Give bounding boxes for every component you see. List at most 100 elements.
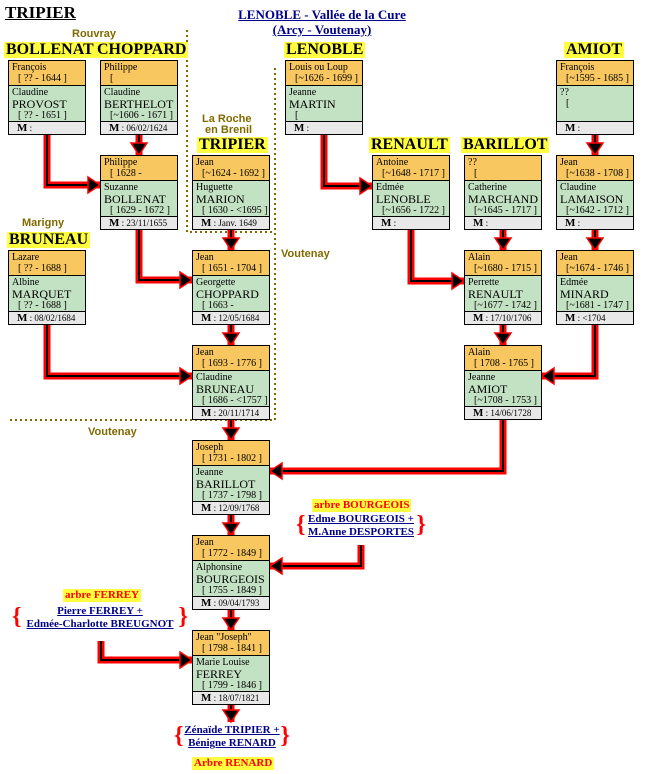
marriage-label: M [201,597,212,609]
husband-name: François [12,62,47,73]
arrowhead-icon [221,332,241,347]
husband-section: Jean [ 1693 - 1776 ] [193,346,269,371]
husband-section: Jean [ 1651 - 1704 ] [193,251,269,276]
lenoble-tree-link[interactable]: LENOBLE - Vallée de la Cure [238,7,406,22]
wife-dates: [~1642 - 1712 ] [566,205,629,216]
edmee-charlotte-breugnot-link[interactable]: Edmée-Charlotte BREUGNOT [26,618,174,630]
couple-box[interactable]: Jean [ 1651 - 1704 ] Georgette CHOPPARD … [192,250,270,325]
pierre-ferrey-link[interactable]: Pierre FERREY + [57,605,143,617]
marriage-row: M : 12/05/1684 [193,312,269,324]
couple-box[interactable]: François [ ?? - 1644 ] Claudine PROVOST … [8,60,86,135]
arrowhead-icon [268,461,283,481]
couple-box[interactable]: Jean "Joseph" [ 1798 - 1841 ] Marie Loui… [192,630,270,705]
region-boundary [186,30,275,233]
couple-box[interactable]: Louis ou Loup [~1626 - 1699 ] Jeanne MAR… [285,60,363,135]
family-bollenat: BOLLENAT [4,41,96,58]
lenoble-tree-link-subtitle[interactable]: (Arcy - Voutenay) [272,22,372,37]
couple-box[interactable]: Jean [~1674 - 1746 ] Edmée MINARD [~1681… [556,250,634,325]
wife-dates: [ ?? - 1688 ] [18,300,67,311]
marriage-row: M : 14/06/1728 [465,407,541,419]
wife-surname: BOLLENAT [104,192,166,206]
husband-name: Antoine [376,157,409,168]
couple-box[interactable]: Jean [~1624 - 1692 ] Huguette MARION [ 1… [192,155,270,230]
bourgeois-link-group: { Edme BOURGEOIS + M.Anne DESPORTES } [296,513,426,539]
wife-surname: AMIOT [468,382,508,396]
wife-surname: MARION [196,192,245,206]
husband-dates: [ ?? - 1688 ] [18,263,67,274]
marriage-row: M : 20/11/1714 [193,407,269,419]
renard-link-group: { Zénaïde TRIPIER + Bénigne RENARD } [174,724,290,750]
ferrey-tree-label[interactable]: arbre FERREY [63,589,142,602]
husband-name: Lazare [12,252,40,263]
couple-box[interactable]: Alain [ 1708 - 1765 ] Jeanne AMIOT [~170… [464,345,542,420]
place-label-voutenay: Voutenay [281,248,330,260]
marriage-row: M : [557,122,633,134]
marriage-row: M : Janv. 1649 [193,217,269,229]
wife-section: Jeanne BARILLOT [ 1737 - 1798 ] [193,466,269,502]
place-label-voutenay-2: Voutenay [88,426,137,438]
wife-first-name: Jeanne [196,467,224,478]
husband-name: François [560,62,595,73]
marriage-label: M [17,312,28,324]
lineage-arrow-core [410,226,464,282]
wife-section: Claudine BRUNEAU [ 1686 - <1757 ] [193,371,269,407]
husband-dates: [ 1772 - 1849 ] [202,548,262,559]
family-bruneau: BRUNEAU [7,231,91,248]
husband-dates: [ 1731 - 1802 ] [202,453,262,464]
wife-dates: [ 1630 - <1695 ] [202,205,268,216]
marriage-row: M : 17/10/1706 [465,312,541,324]
arrowhead-icon [179,270,194,290]
couple-box[interactable]: François [~1595 - 1685 ] ?? [ M : [556,60,634,135]
zenaide-tripier-link[interactable]: Zénaïde TRIPIER + [184,724,280,736]
husband-dates: [~1674 - 1746 ] [566,263,629,274]
husband-name: Philippe [104,62,138,73]
bourgeois-tree-label[interactable]: arbre BOURGEOIS [312,499,412,512]
couple-box[interactable]: Joseph [ 1731 - 1802 ] Jeanne BARILLOT [… [192,440,270,515]
wife-dates: [ 1799 - 1846 ] [202,680,262,691]
wife-surname: PROVOST [12,97,67,111]
family-choppard: CHOPPARD [95,41,189,58]
marriage-label: M [201,217,212,229]
arrowhead-icon [221,237,241,252]
wife-dates: [ 1737 - 1798 ] [202,490,262,501]
lineage-arrow-core [100,641,192,661]
edme-bourgeois-link[interactable]: Edme BOURGEOIS + [308,513,414,525]
renard-tree-label[interactable]: Arbre RENARD [192,757,275,770]
husband-section: ?? [ [465,156,541,181]
couple-box[interactable]: Jean [ 1693 - 1776 ] Claudine BRUNEAU [ … [192,345,270,420]
couple-box[interactable]: Philippe [ Claudine BERTHELOT [~1606 - 1… [100,60,178,135]
wife-first-name: Jeanne [289,87,317,98]
couple-box[interactable]: Lazare [ ?? - 1688 ] Albine MARQUET [ ??… [8,250,86,325]
wife-dates: [ 1663 - [202,300,234,311]
benigne-renard-link[interactable]: Bénigne RENARD [188,737,276,749]
couple-box[interactable]: Philippe [ 1628 - Suzanne BOLLENAT [ 162… [100,155,178,230]
marriage-label: M [201,692,212,704]
lineage-arrow [407,226,464,285]
wife-first-name: Marie Louise [196,657,250,668]
couple-box[interactable]: Jean [~1638 - 1708 ] Claudine LAMAISON [… [556,155,634,230]
husband-dates: [~1638 - 1708 ] [566,168,629,179]
couple-box[interactable]: Alain [~1680 - 1715 ] Perrette RENAULT [… [464,250,542,325]
couple-box[interactable]: Jean [ 1772 - 1849 ] Alphonsine BOURGEOI… [192,535,270,610]
wife-section: Claudine LAMAISON [~1642 - 1712 ] [557,181,633,217]
husband-dates: [ [474,168,478,179]
marriage-label: M [294,122,305,134]
family-renault: RENAULT [369,136,450,153]
wife-first-name: Huguette [196,182,233,193]
wife-first-name: Georgette [196,277,236,288]
couple-box[interactable]: Antoine [~1648 - 1717 ] Edmée LENOBLE [~… [372,155,450,230]
husband-name: Jean [560,157,578,168]
marriage-row: M : 09/04/1793 [193,597,269,609]
wife-section: Jeanne AMIOT [~1708 - 1753 ] [465,371,541,407]
husband-name: Alain [468,252,491,263]
marriage-row: M : [286,122,362,134]
family-tripier: TRIPIER [197,136,268,153]
marriage-date: 18/07/1821 [218,693,260,703]
wife-section: Albine MARQUET [ ?? - 1688 ] [9,276,85,312]
wife-section: Edmée MINARD [~1681 - 1747 ] [557,276,633,312]
manne-desportes-link[interactable]: M.Anne DESPORTES [308,526,414,538]
couple-box[interactable]: ?? [ Catherine MARCHAND [~1645 - 1717 ] … [464,155,542,230]
wife-first-name: Suzanne [104,182,138,193]
marriage-row: M : 12/09/1768 [193,502,269,514]
